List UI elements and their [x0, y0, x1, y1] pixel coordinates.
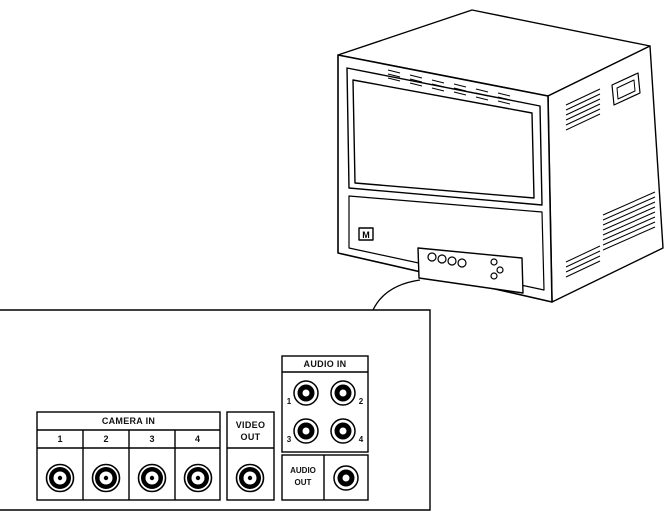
- camera-in-label-3: 3: [149, 434, 155, 444]
- audio-in-label-2: 2: [358, 397, 364, 406]
- camera-in-label-4: 4: [194, 434, 200, 444]
- video-out-connector[interactable]: [235, 463, 265, 493]
- audio-in-label-1: 1: [286, 397, 292, 406]
- audio-in-label-4: 4: [358, 435, 364, 444]
- camera-in-4-connector[interactable]: [183, 463, 213, 493]
- camera-in-label-2: 2: [103, 434, 109, 444]
- camera-in-block: [36, 411, 221, 501]
- audio-in-block: [281, 355, 369, 453]
- camera-in-2-connector[interactable]: [91, 463, 121, 493]
- camera-in-title: CAMERA IN: [101, 416, 156, 426]
- monitor-illustration: M: [337, 9, 664, 303]
- audio-in-label-3: 3: [286, 435, 292, 444]
- audio-out-title: AUDIO OUT: [290, 466, 316, 487]
- callout-leader: [372, 279, 421, 311]
- audio-in-3-connector[interactable]: [293, 418, 319, 444]
- audio-out-connector[interactable]: [333, 465, 359, 491]
- svg-text:M: M: [362, 230, 370, 240]
- video-out-block: [226, 411, 275, 501]
- camera-in-3-connector[interactable]: [137, 463, 167, 493]
- camera-in-label-1: 1: [57, 434, 63, 444]
- audio-in-title: AUDIO IN: [303, 359, 347, 369]
- video-out-title: VIDEO OUT: [235, 420, 266, 442]
- callout-panel-outline: [0, 309, 431, 511]
- monitor-screen: [352, 79, 535, 199]
- audio-in-1-connector[interactable]: [293, 380, 319, 406]
- logo-icon: [358, 227, 374, 241]
- camera-in-1-connector[interactable]: [45, 463, 75, 493]
- monitor-vents: [387, 69, 656, 278]
- audio-out-block: [281, 454, 369, 501]
- audio-in-4-connector[interactable]: [330, 418, 356, 444]
- audio-in-2-connector[interactable]: [330, 380, 356, 406]
